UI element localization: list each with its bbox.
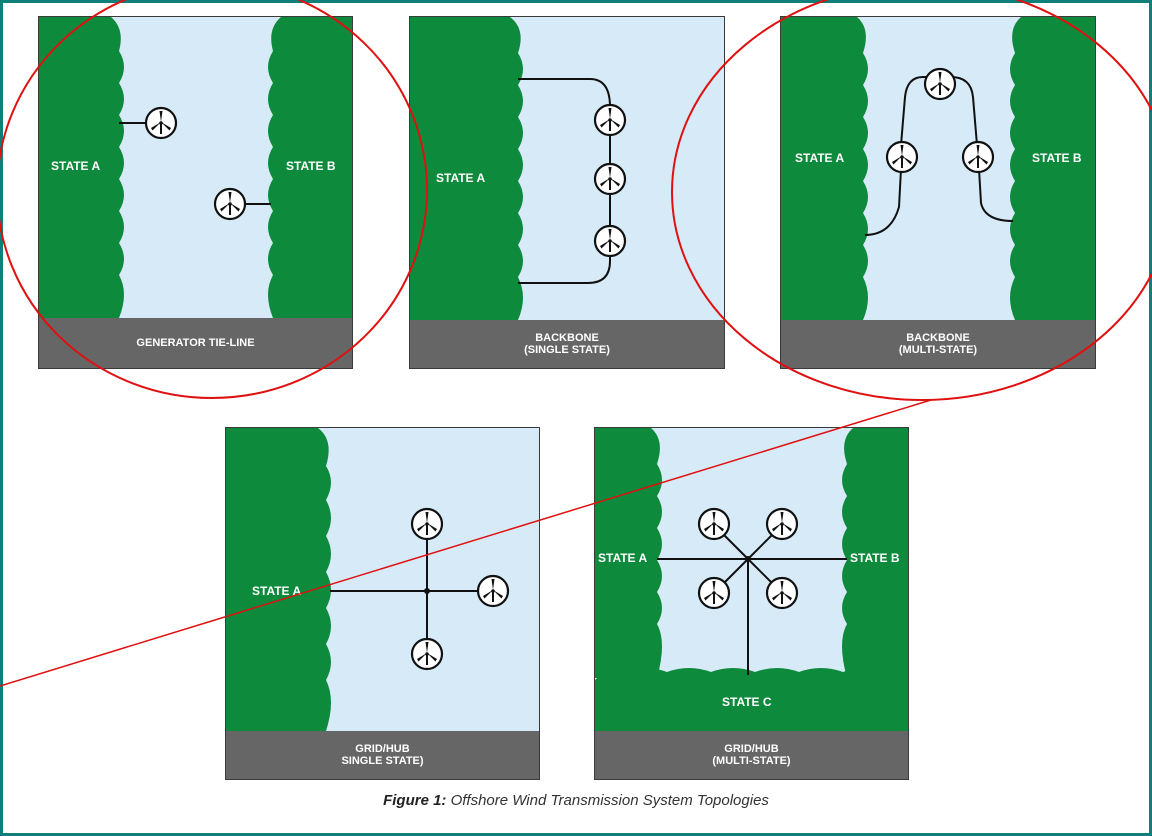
state-a-land [226, 428, 331, 731]
wind-turbine-icon [697, 576, 731, 610]
panel-footer: BACKBONE (MULTI-STATE) [781, 320, 1095, 368]
wind-turbine-icon [410, 637, 444, 671]
panel-backbone-multi-map [781, 17, 1095, 320]
state-a-label: STATE A [598, 551, 648, 565]
wind-turbine-icon [213, 187, 247, 221]
footer-title: GENERATOR TIE-LINE [136, 337, 255, 349]
footer-subtitle: (MULTI-STATE) [898, 344, 978, 356]
panel-footer: GENERATOR TIE-LINE [39, 318, 352, 368]
wind-turbine-icon [593, 103, 627, 137]
panel-backbone-multi-state: STATE A STATE B BACKBONE (MULTI-STATE) [780, 16, 1096, 369]
panel-footer: BACKBONE (SINGLE STATE) [410, 320, 724, 368]
footer-title: BACKBONE [535, 332, 599, 344]
wind-turbine-icon [697, 507, 731, 541]
state-a-label: STATE A [795, 151, 845, 165]
caption-text: Offshore Wind Transmission System Topolo… [446, 792, 769, 809]
wind-turbine-icon [765, 507, 799, 541]
panel-backbone-single-map [410, 17, 627, 320]
hub-cable [720, 531, 749, 560]
figure-caption: Figure 1: Offshore Wind Transmission Sys… [0, 792, 1152, 809]
state-b-label: STATE B [850, 551, 900, 565]
wind-turbine-icon [593, 162, 627, 196]
panel-grid-hub-multi-state: STATE A STATE B STATE C GRID/HUB (MULTI-… [594, 427, 909, 780]
wind-turbine-icon [144, 106, 178, 140]
backbone-cable [518, 78, 611, 115]
state-b-label: STATE B [286, 159, 336, 173]
panel-backbone-single-state: STATE A BACKBONE (SINGLE STATE) [409, 16, 725, 369]
panel-footer: GRID/HUB SINGLE STATE) [226, 731, 539, 779]
state-b-land [1010, 17, 1095, 320]
wind-turbine-icon [885, 140, 919, 174]
state-a-label: STATE A [51, 159, 101, 173]
wind-turbine-icon [923, 67, 957, 101]
footer-title: BACKBONE [906, 332, 970, 344]
hub-cable [747, 531, 776, 560]
state-b-label: STATE B [1032, 151, 1082, 165]
footer-subtitle: (SINGLE STATE) [524, 344, 610, 356]
panel-grid-hub-single-state: STATE A GRID/HUB SINGLE STATE) [225, 427, 540, 780]
wind-turbine-icon [410, 507, 444, 541]
state-a-land [781, 17, 868, 320]
wind-turbine-icon [765, 576, 799, 610]
panel-grid-hub-multi-map [595, 428, 908, 731]
hub-node [424, 588, 430, 594]
state-a-label: STATE A [436, 171, 486, 185]
state-a-land [410, 17, 523, 320]
state-c-label: STATE C [722, 695, 772, 709]
footer-subtitle: (MULTI-STATE) [712, 755, 791, 767]
panel-generator-tie-line-map [39, 17, 352, 318]
backbone-cable [518, 251, 611, 284]
wind-turbine-icon [961, 140, 995, 174]
wind-turbine-icon [593, 224, 627, 258]
caption-figure-number: Figure 1: [383, 792, 447, 809]
footer-title: GRID/HUB [724, 743, 779, 755]
footer-title: GRID/HUB [355, 743, 410, 755]
panel-grid-hub-single-map [226, 428, 510, 731]
state-a-label: STATE A [252, 584, 302, 598]
hub-node [745, 556, 751, 562]
footer-subtitle: SINGLE STATE) [341, 755, 424, 767]
backbone-cable [978, 168, 1014, 222]
panel-footer: GRID/HUB (MULTI-STATE) [595, 731, 908, 779]
panel-generator-tie-line: STATE A STATE B GENERATOR TIE-LINE [38, 16, 353, 369]
backbone-cable [864, 168, 902, 236]
wind-turbine-icon [476, 574, 510, 608]
